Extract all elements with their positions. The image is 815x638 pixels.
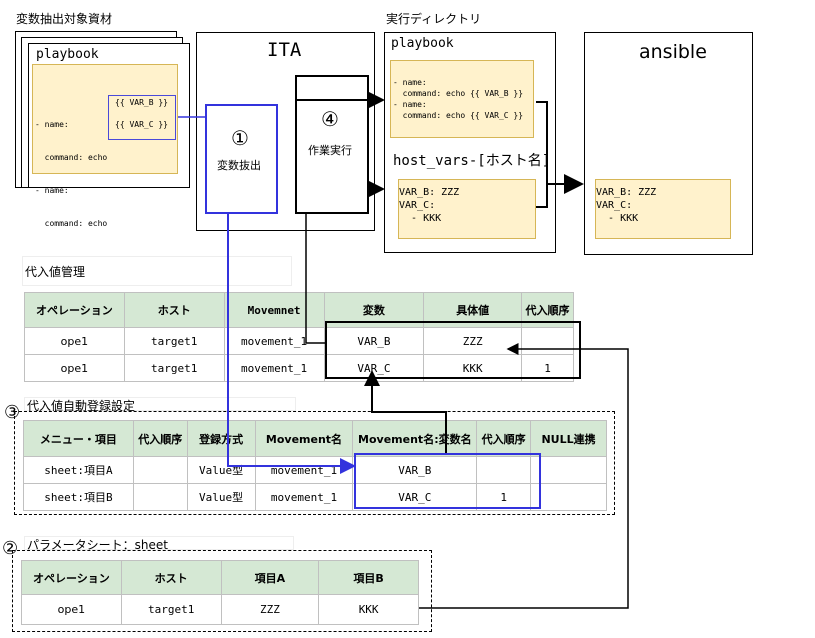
auto-reg-table: メニュー・項目 代入順序 登録方式 Movement名 Movement名:変数… xyxy=(23,420,607,511)
table-cell: movement_1 xyxy=(223,354,325,382)
step4-label: 作業実行 xyxy=(308,144,352,157)
param-sheet-table: オペレーション ホスト 項目A 項目B ope1 target1 ZZZ KKK xyxy=(21,560,419,625)
src-line-1: - name: xyxy=(35,120,69,129)
step1-num: ① xyxy=(231,126,249,150)
table-cell: ope1 xyxy=(24,327,125,355)
param-sheet-title: パラメータシート：sheet xyxy=(27,538,168,552)
table-cell: Value型 xyxy=(186,483,256,511)
table-cell: sheet:項目B xyxy=(23,483,134,511)
autoreg-to-value-arrow xyxy=(364,370,447,453)
exec-hostvars-code: VAR_B: ZZZ VAR_C: - KKK xyxy=(398,179,536,239)
table-row: sheet:項目A Value型 movement_1 VAR_B xyxy=(23,456,607,484)
step1-label: 変数抜出 xyxy=(217,159,261,172)
header-cell: 項目A xyxy=(220,560,320,595)
header-cell: オペレーション xyxy=(21,560,122,595)
value-mgmt-title: 代入値管理 xyxy=(25,265,86,279)
header-cell: 代入順序 xyxy=(132,420,188,457)
src-var-c: {{ VAR_C }} xyxy=(115,120,168,129)
table-cell: ZZZ xyxy=(423,327,523,355)
src-var-b: {{ VAR_B }} xyxy=(115,98,168,107)
value-mgmt-title-box: 代入値管理 xyxy=(22,256,292,286)
src-line-2: command: echo xyxy=(35,153,113,162)
auto-reg-highlight-box xyxy=(354,453,541,509)
step4-execute-box: ④ 作業実行 xyxy=(295,75,369,214)
source-playbook-label: playbook xyxy=(36,47,99,62)
table-cell: VAR_B xyxy=(352,456,478,484)
header-cell: Movement名 xyxy=(254,420,354,457)
source-var-box: {{ VAR_B }} {{ VAR_C }} xyxy=(108,95,176,140)
table-cell xyxy=(132,456,188,484)
header-cell: Movemnet xyxy=(223,292,325,328)
header-cell: オペレーション xyxy=(24,292,125,328)
table-cell: target1 xyxy=(120,594,222,625)
table-cell xyxy=(132,483,188,511)
header-cell: Movement名:変数名 xyxy=(352,420,478,457)
header-cell: 代入順序 xyxy=(476,420,532,457)
param-sheet-dashed-frame xyxy=(12,550,432,632)
table-cell xyxy=(476,456,532,484)
table-cell: KKK xyxy=(318,594,419,625)
table-cell: ope1 xyxy=(21,594,122,625)
table-header-row: オペレーション ホスト 項目A 項目B xyxy=(21,560,419,595)
exec-to-ansible-bracket xyxy=(536,101,548,208)
table-cell: movement_1 xyxy=(254,483,354,511)
ita-title: ITA xyxy=(267,39,302,61)
exec-playbook-label: playbook xyxy=(391,36,454,51)
src-line-4: command: echo xyxy=(35,219,113,228)
auto-reg-title-box: 代入値自動登録設定 xyxy=(24,397,296,413)
param-to-value-arrow xyxy=(419,343,629,609)
exec-dir-title: 実行ディレクトリ xyxy=(386,12,482,26)
table-cell: ZZZ xyxy=(220,594,320,625)
table-cell: VAR_C xyxy=(352,483,478,511)
table-cell: 1 xyxy=(476,483,532,511)
value-highlight-box xyxy=(325,321,581,379)
param-sheet-num: ② xyxy=(2,538,19,559)
table-cell: ope1 xyxy=(24,354,125,382)
table-cell xyxy=(530,456,607,484)
step4-num: ④ xyxy=(321,107,339,131)
ansible-title: ansible xyxy=(639,41,707,63)
ansible-hostvars-code: VAR_B: ZZZ VAR_C: - KKK xyxy=(595,179,731,239)
blue-extract-arrow xyxy=(227,214,356,474)
exec-playbook-code: - name: command: echo {{ VAR_B }} - name… xyxy=(390,60,534,138)
auto-reg-num: ③ xyxy=(4,402,21,423)
table-row: ope1 target1 ZZZ KKK xyxy=(21,594,419,625)
exec-hostvars-label: host_vars-[ホスト名] xyxy=(393,153,551,169)
header-cell: 登録方式 xyxy=(186,420,256,457)
header-cell: 項目B xyxy=(318,560,419,595)
step1-extract-box: ① 変数抜出 xyxy=(205,104,278,214)
table-cell xyxy=(530,483,607,511)
source-title: 変数抽出対象資材 xyxy=(16,12,113,26)
table-cell: sheet:項目A xyxy=(23,456,134,484)
src-line-3: - name: xyxy=(35,186,69,195)
table-row: ope1 target1 movement_1 VAR_B ZZZ xyxy=(24,327,574,355)
auto-reg-title: 代入値自動登録設定 xyxy=(27,399,136,413)
param-sheet-title-box: パラメータシート：sheet xyxy=(24,536,294,552)
table-row: sheet:項目B Value型 movement_1 VAR_C 1 xyxy=(23,483,607,511)
step4-to-table-line xyxy=(305,214,325,344)
auto-reg-dashed-frame xyxy=(14,411,615,515)
